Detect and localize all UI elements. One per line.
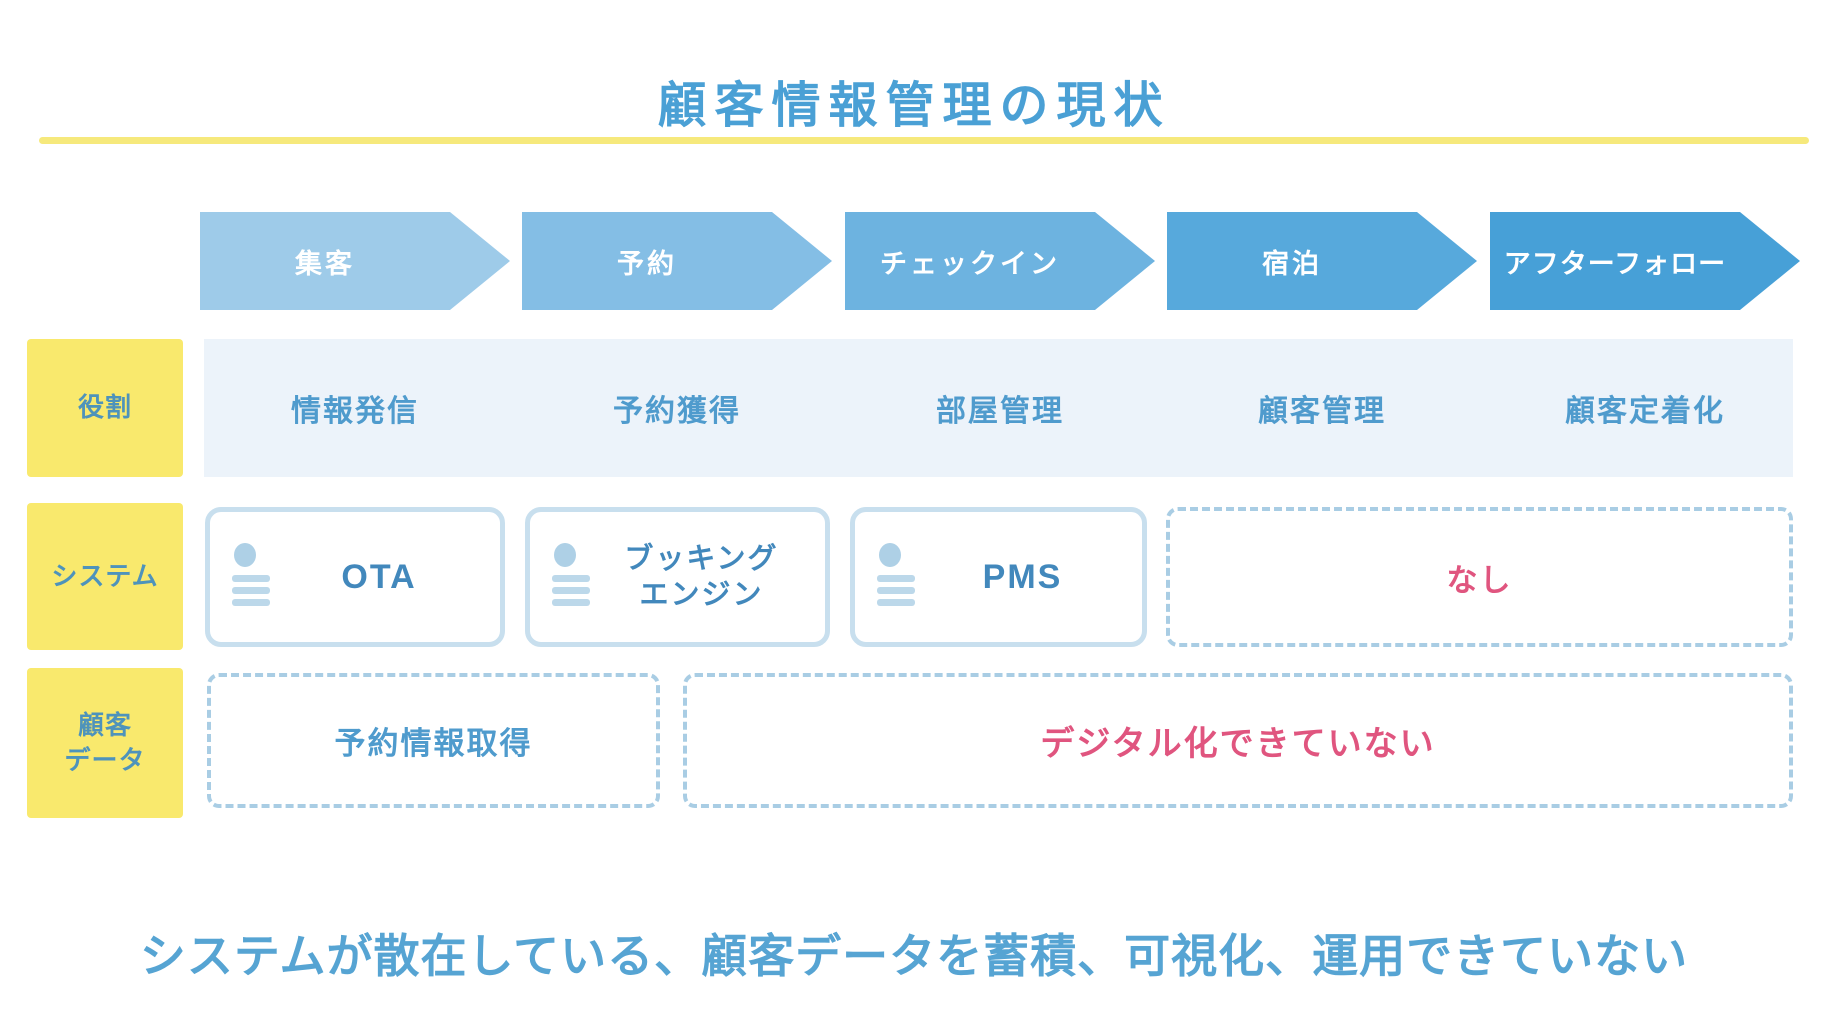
stage-label: チェックイン <box>880 248 1060 279</box>
role-row-band <box>204 339 1793 477</box>
row-label-text: システム <box>51 560 159 591</box>
role-item: 部屋管理 <box>936 395 1064 428</box>
page-title: 顧客情報管理の現状 <box>657 79 1171 133</box>
stage-label: 集客 <box>295 248 355 279</box>
list-icon <box>877 543 917 611</box>
row-label-text: 顧客 データ <box>64 709 146 775</box>
system-box-label: OTA <box>341 557 417 596</box>
list-icon <box>552 543 592 611</box>
system-box-none: なし <box>1166 507 1793 647</box>
role-item: 予約獲得 <box>613 395 741 428</box>
role-item: 顧客管理 <box>1258 395 1386 428</box>
data-box-not-digitized: デジタル化できていない <box>683 673 1793 808</box>
list-icon <box>232 543 272 611</box>
system-box-pms: PMS <box>850 507 1147 647</box>
stage-arrow-reserve: 予約 <box>522 212 832 310</box>
row-label-role: 役割 <box>27 339 183 477</box>
role-item: 情報発信 <box>291 395 419 428</box>
system-box-booking-engine: ブッキング エンジン <box>525 507 830 647</box>
row-label-text: 役割 <box>77 392 132 423</box>
system-box-ota: OTA <box>205 507 505 647</box>
stage-label: アフターフォロー <box>1503 248 1727 279</box>
stage-arrow-checkin: チェックイン <box>845 212 1155 310</box>
stage-label: 予約 <box>617 248 677 279</box>
stage-arrow-stay: 宿泊 <box>1167 212 1477 310</box>
stage-arrow-followup: アフターフォロー <box>1490 212 1800 310</box>
system-box-label: ブッキング エンジン <box>624 542 779 611</box>
role-item: 顧客定着化 <box>1565 395 1725 428</box>
row-label-system: システム <box>27 503 183 650</box>
row-label-customer-data: 顧客 データ <box>27 668 183 818</box>
data-box-reservation-info: 予約情報取得 <box>207 673 660 808</box>
stage-arrow-attract: 集客 <box>200 212 510 310</box>
stage-label: 宿泊 <box>1262 248 1322 279</box>
system-box-label: PMS <box>982 557 1063 596</box>
title-underline <box>39 137 1809 144</box>
summary-message: システムが散在している、顧客データを蓄積、可視化、運用できていない <box>139 930 1689 982</box>
